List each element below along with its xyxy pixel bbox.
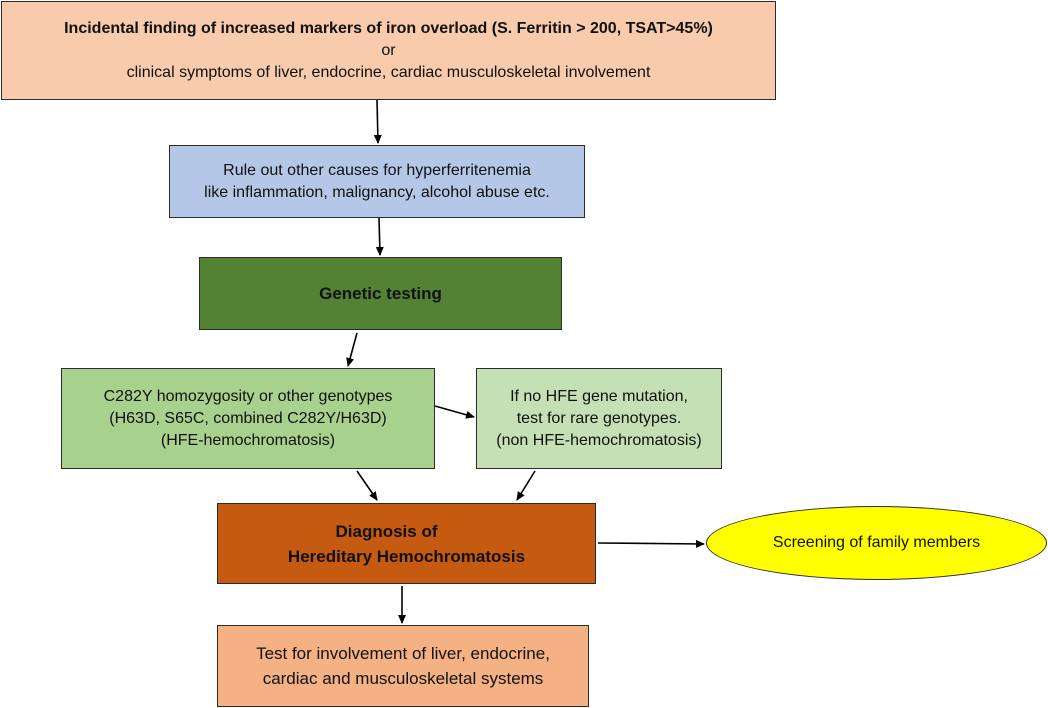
box-hfe-line-3: (HFE-hemochromatosis) bbox=[160, 431, 336, 449]
box-test-line-2: cardiac and musculoskeletal systems bbox=[262, 669, 544, 688]
ellipse-screening-family: Screening of family members bbox=[706, 506, 1047, 580]
arrow-hfe-to-diagnosis bbox=[356, 470, 378, 501]
arrow-hfe-to-non-hfe bbox=[434, 405, 475, 419]
box-diagnosis: Diagnosis of Hereditary Hemochromatosis bbox=[217, 503, 596, 584]
box-non-hfe-line-2: test for rare genotypes. bbox=[516, 409, 682, 427]
arrow-non-hfe-to-diagnosis bbox=[516, 470, 536, 501]
box-hfe-line-2: (H63D, S65C, combined C282Y/H63D) bbox=[109, 409, 387, 427]
box-top-line-3: clinical symptoms of liver, endocrine, c… bbox=[126, 63, 651, 81]
arrow-top-to-rule-out bbox=[373, 99, 382, 144]
box-iron-overload-findings: Incidental finding of increased markers … bbox=[1, 1, 776, 100]
box-diagnosis-line-1: Diagnosis of bbox=[335, 521, 438, 541]
box-top-line-1: Incidental finding of increased markers … bbox=[64, 19, 713, 37]
box-hfe-line-1: C282Y homozygosity or other genotypes bbox=[103, 387, 393, 405]
ellipse-screening-label: Screening of family members bbox=[772, 534, 981, 551]
box-test-line-1: Test for involvement of liver, endocrine… bbox=[256, 644, 550, 663]
box-rule-out-line-2: like inflammation, malignancy, alcohol a… bbox=[204, 183, 550, 201]
box-diagnosis-line-2: Hereditary Hemochromatosis bbox=[287, 546, 526, 566]
box-hfe-hemochromatosis: C282Y homozygosity or other genotypes (H… bbox=[61, 368, 435, 469]
arrow-diagnosis-to-screening bbox=[597, 539, 705, 548]
box-top-line-2: or bbox=[381, 41, 396, 59]
box-non-hfe-line-3: (non HFE-hemochromatosis) bbox=[496, 431, 702, 449]
box-genetic-testing: Genetic testing bbox=[199, 257, 562, 330]
box-rule-out-other-causes: Rule out other causes for hyperferritene… bbox=[169, 145, 585, 218]
box-non-hfe-line-1: If no HFE gene mutation, bbox=[510, 387, 688, 405]
arrow-genetic-to-hfe bbox=[346, 332, 358, 367]
box-non-hfe-hemochromatosis: If no HFE gene mutation, test for rare g… bbox=[476, 368, 722, 469]
arrow-rule-out-to-genetic bbox=[375, 217, 384, 256]
box-genetic-line-1: Genetic testing bbox=[319, 283, 442, 303]
box-rule-out-line-1: Rule out other causes for hyperferritene… bbox=[223, 161, 531, 179]
box-test-involvement: Test for involvement of liver, endocrine… bbox=[217, 625, 589, 707]
